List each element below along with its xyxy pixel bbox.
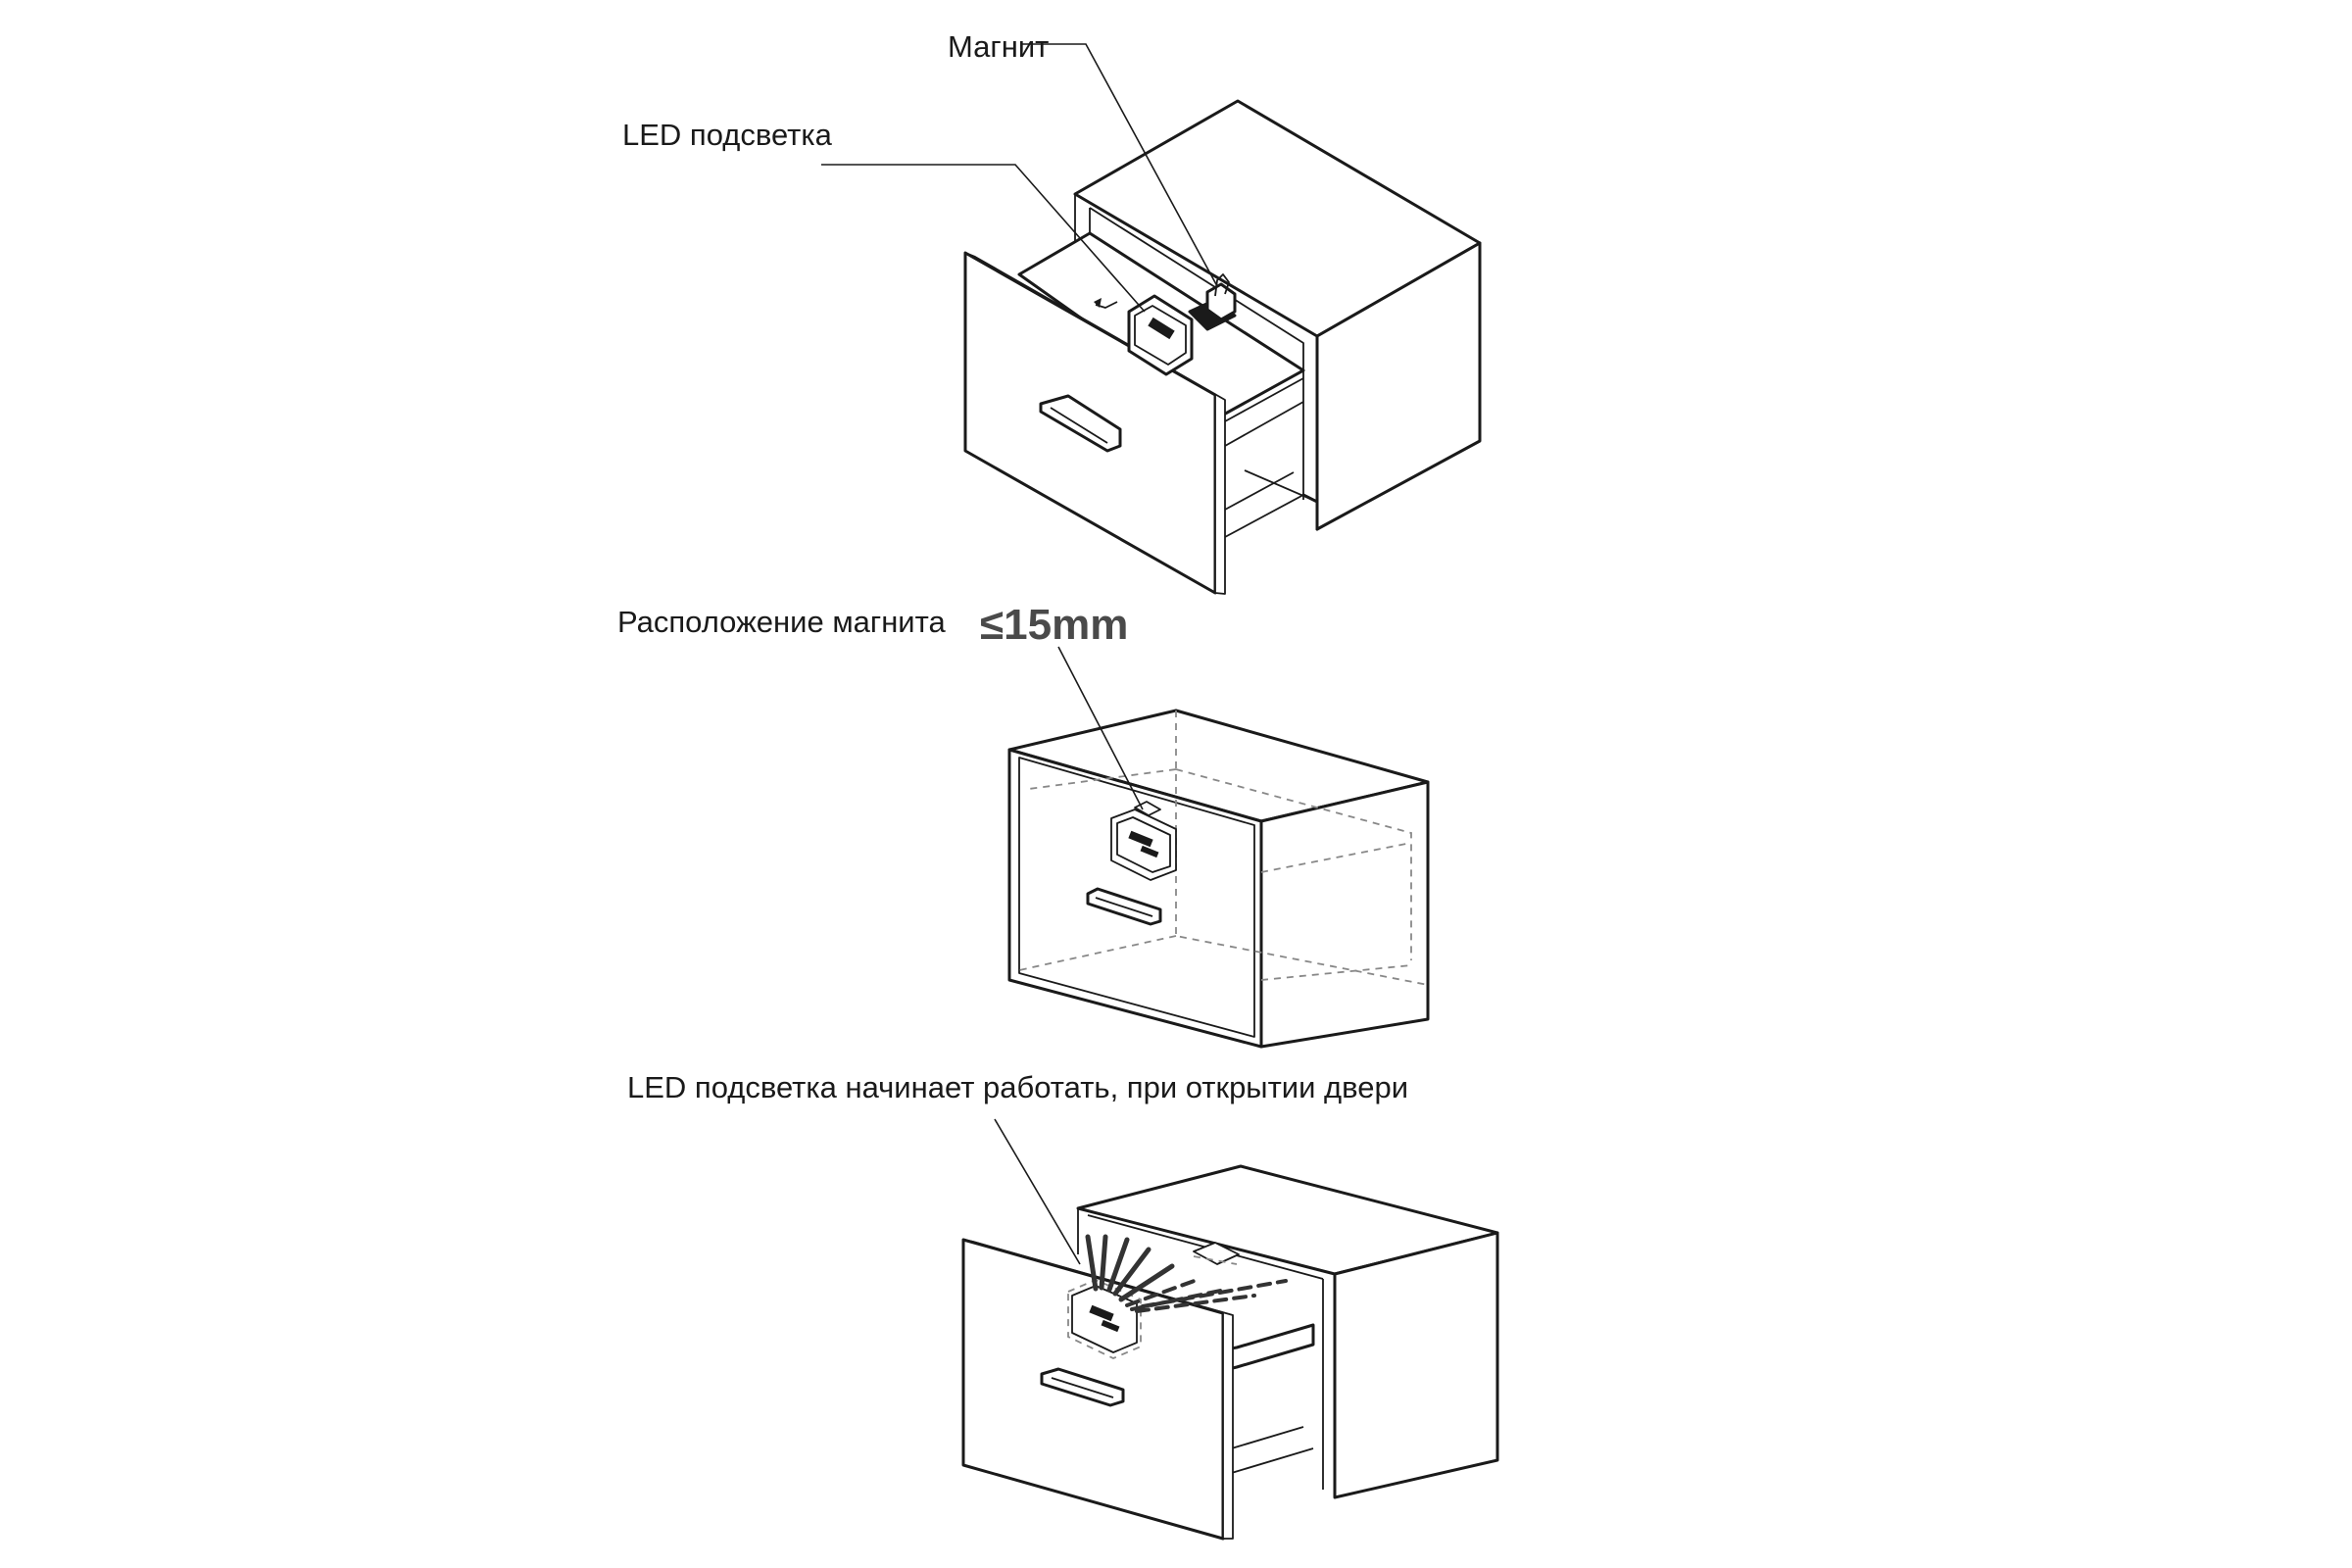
- light-rays: [1085, 1234, 1288, 1313]
- label-magnet: Магнит: [948, 29, 1049, 64]
- magnet: [1188, 273, 1237, 331]
- cabinet-body-2: [1076, 1164, 1499, 1499]
- leader-lines-top: [821, 43, 1218, 313]
- label-led-on-open: LED подсветка начинает работать, при отк…: [627, 1070, 1408, 1104]
- closed-sensor: [1110, 801, 1177, 881]
- panel-open-drawer: Магнит LED подсветка: [622, 29, 1482, 595]
- label-magnet-position: Расположение магнита: [617, 605, 946, 639]
- cabinet-body: [1073, 99, 1482, 531]
- panel-led-on: LED подсветка начинает работать, при отк…: [627, 1070, 1499, 1541]
- drawer-handle-2: [1040, 1367, 1125, 1407]
- cabinet-closed: [1007, 709, 1430, 1049]
- leader-line-magnet-position: [1057, 646, 1144, 810]
- drawer-box-2: [1218, 1323, 1315, 1476]
- label-distance: ≤15mm: [980, 601, 1128, 649]
- closed-handle: [1086, 887, 1162, 926]
- label-led-light: LED подсветка: [622, 118, 833, 152]
- leader-line-led-on: [994, 1118, 1081, 1265]
- drawer-handle: [1039, 394, 1122, 453]
- magnet-2: [1193, 1242, 1240, 1265]
- panel-closed-drawer: Расположение магнита ≤15mm: [617, 601, 1430, 1049]
- led-light-sensor: [1094, 294, 1194, 376]
- hidden-drawer-outline: [1018, 710, 1429, 986]
